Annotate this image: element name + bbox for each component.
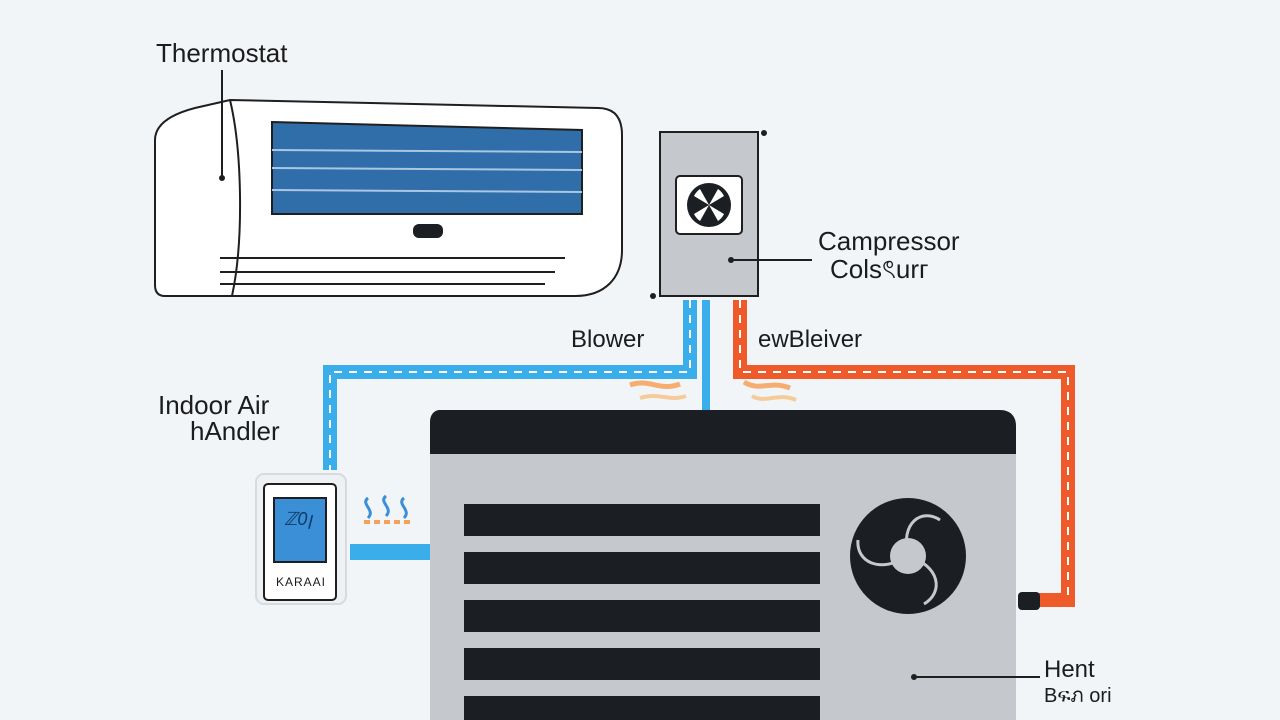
thermostat-display-text: ℤ0ꞁ	[284, 509, 313, 529]
cold-refrigerant-line	[323, 300, 710, 560]
hot-refrigerant-line	[733, 300, 1075, 610]
fan-icon	[850, 498, 966, 614]
airflow-icon	[364, 494, 410, 524]
thermostat-device	[255, 473, 347, 605]
blower-label-left: Blower	[571, 326, 645, 353]
outdoor-unit	[430, 410, 1040, 720]
thermostat-brand-text: KARAAI	[276, 575, 327, 589]
heat-label: Hent	[1044, 656, 1095, 683]
fan-icon	[687, 183, 731, 227]
indoor-air-handler-label: Indoor Air	[158, 390, 270, 420]
indoor-air-handler-sublabel: hAndler	[190, 416, 280, 446]
compressor-label: Campressor	[818, 226, 960, 256]
heat-sublabel: Bፍภ ori	[1044, 685, 1112, 707]
airflow-icon	[629, 379, 797, 402]
compressor-unit	[650, 130, 812, 299]
thermostat-label: Thermostat	[156, 38, 288, 68]
compressor-sublabel: Colsৎurг	[830, 254, 929, 284]
blower-label-right: ewBleiver	[758, 326, 863, 353]
indoor-wall-unit	[154, 98, 623, 297]
